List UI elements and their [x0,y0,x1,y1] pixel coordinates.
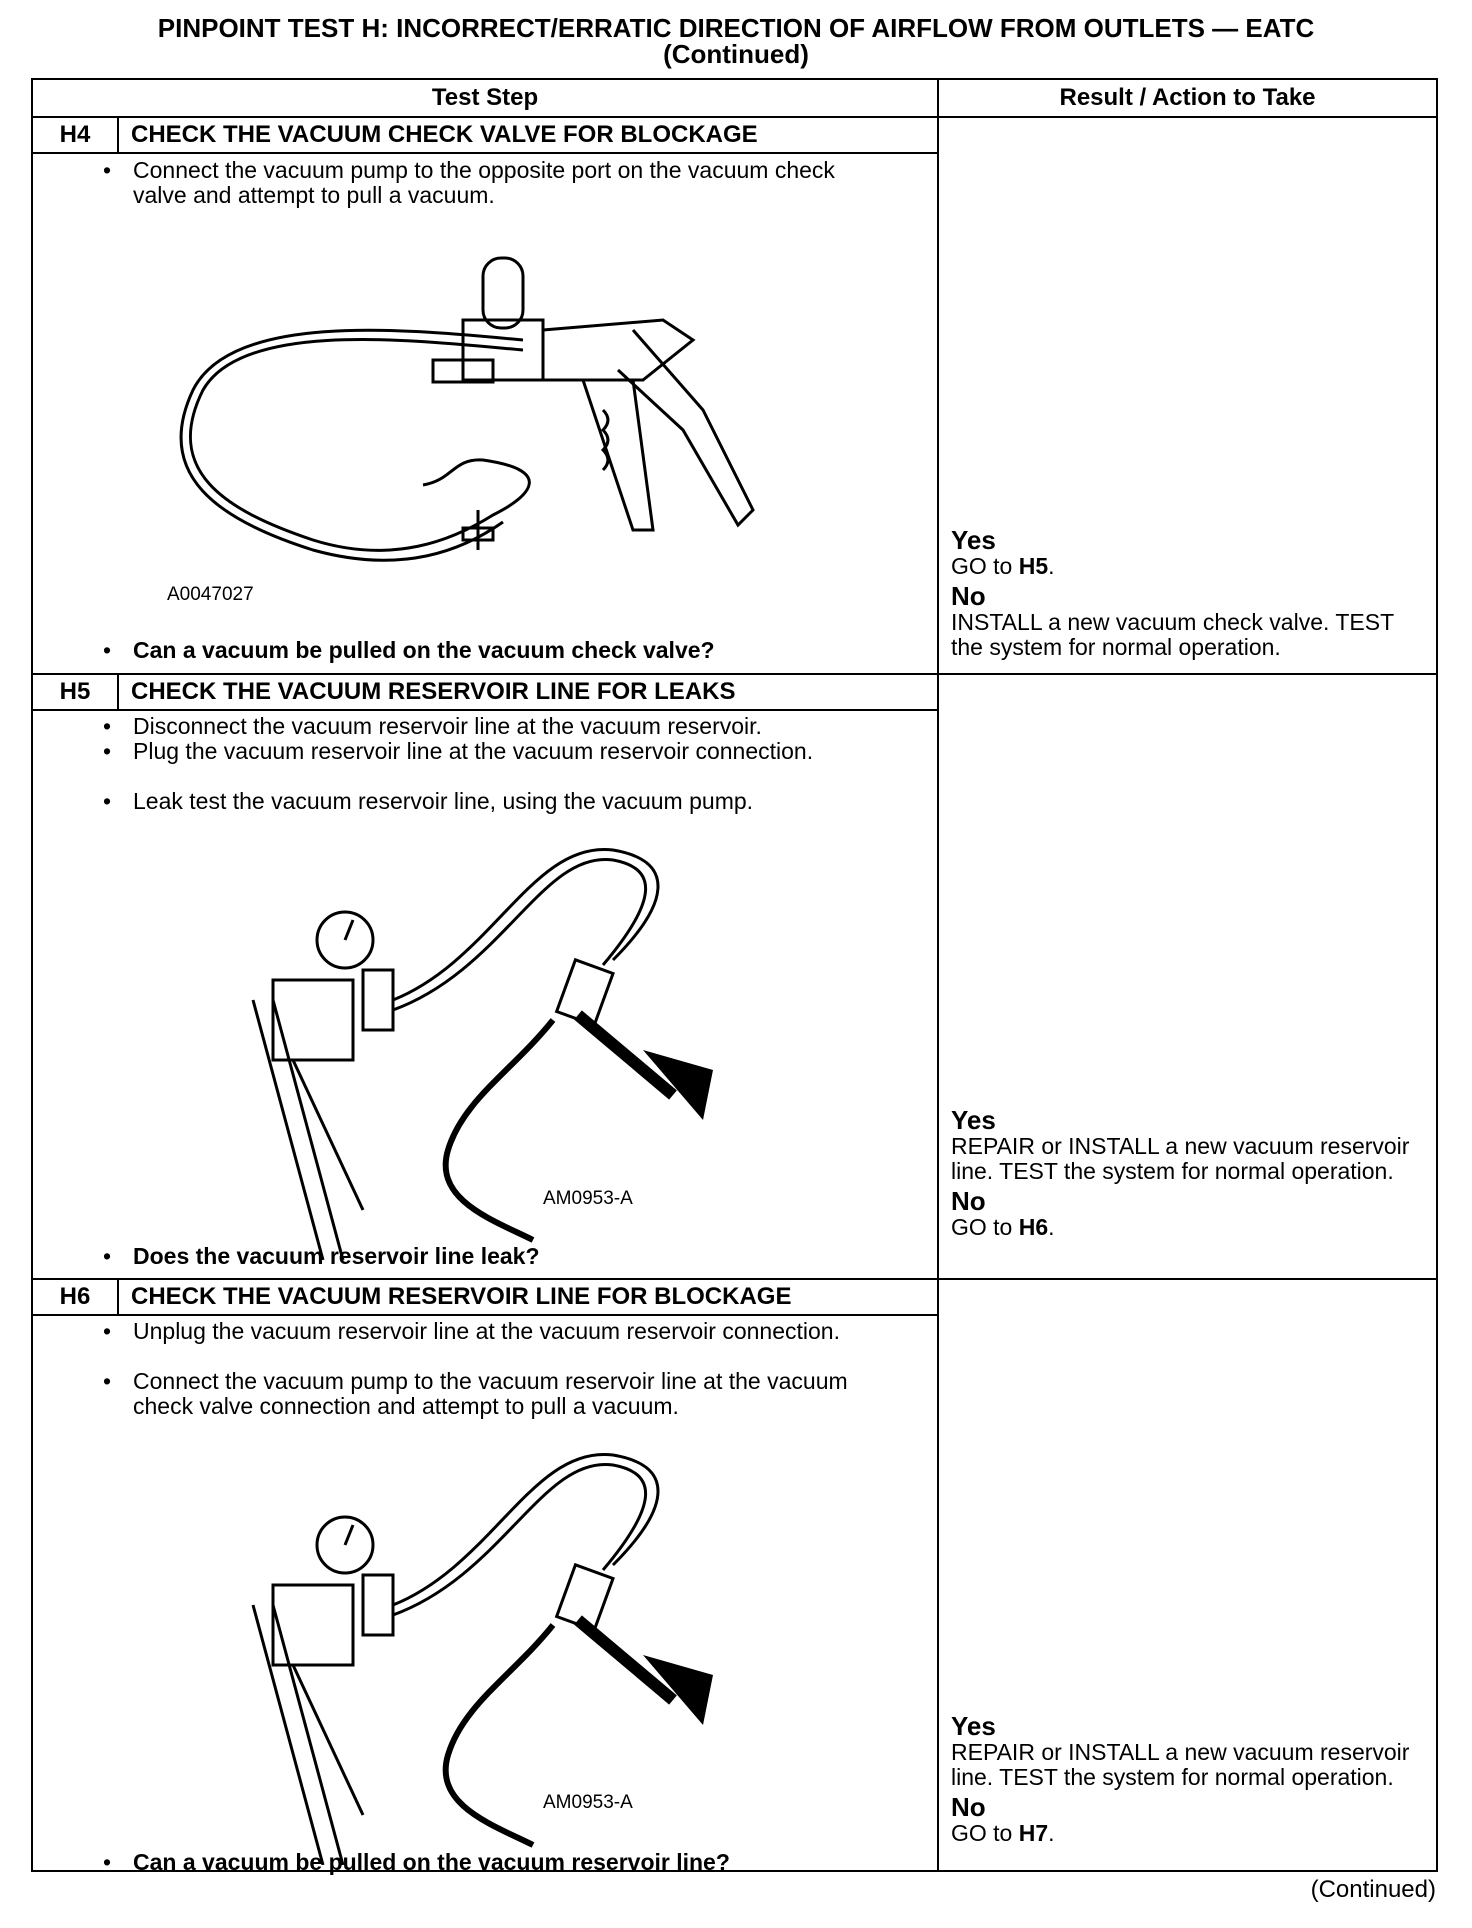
instruction-bullet: • Plug the vacuum reservoir line at the … [103,739,863,764]
question-text: Can a vacuum be pulled on the vacuum che… [133,637,715,663]
instruction-text: Disconnect the vacuum reservoir line at … [133,713,762,739]
bullet-glyph: • [103,157,112,183]
column-header-test-step: Test Step [431,84,539,111]
step-title: CHECK THE VACUUM RESERVOIR LINE FOR LEAK… [131,678,736,705]
step-title: CHECK THE VACUUM RESERVOIR LINE FOR BLOC… [131,1283,792,1310]
yes-label: Yes [951,1105,996,1135]
bullet-glyph: • [103,788,112,814]
instruction-bullet: • Connect the vacuum pump to the vacuum … [103,1369,863,1419]
yes-action: REPAIR or INSTALL a new vacuum reservoir… [951,1739,1410,1790]
no-label: No [951,581,986,611]
bullet-glyph: • [103,1243,112,1269]
step-title-divider [33,1314,937,1316]
instruction-bullet: • Connect the vacuum pump to the opposit… [103,158,863,208]
step-title: CHECK THE VACUUM CHECK VALVE FOR BLOCKAG… [131,121,758,148]
step-id: H4 [59,121,91,148]
question-text: Does the vacuum reservoir line leak? [133,1243,540,1269]
no-action: INSTALL a new vacuum check valve. TEST t… [951,609,1394,660]
no-label: No [951,1186,986,1216]
figure-label: A0047027 [167,584,254,605]
bullet-glyph: • [103,1318,112,1344]
yes-label: Yes [951,1711,996,1741]
bullet-glyph: • [103,637,112,663]
column-header-result: Result / Action to Take [1059,84,1316,111]
yes-action: REPAIR or INSTALL a new vacuum reservoir… [951,1133,1410,1184]
step-id-divider [117,1280,119,1314]
yes-action: GO to H5. [951,553,1055,579]
instruction-text: Leak test the vacuum reservoir line, usi… [133,788,754,814]
instruction-bullet: • Unplug the vacuum reservoir line at th… [103,1319,863,1344]
yes-label: Yes [951,525,996,555]
vacuum-pump-reservoir-line-illustration [251,1453,713,1865]
page-title: PINPOINT TEST H: INCORRECT/ERRATIC DIREC… [157,13,1315,43]
vacuum-pump-check-valve-illustration [179,256,755,562]
result-block: Yes REPAIR or INSTALL a new vacuum reser… [951,1106,1431,1240]
bullet-glyph: • [103,713,112,739]
instruction-bullet: • Disconnect the vacuum reservoir line a… [103,714,863,739]
result-block: Yes GO to H5. No INSTALL a new vacuum ch… [951,526,1431,660]
instruction-text: Unplug the vacuum reservoir line at the … [133,1318,840,1344]
bullet-glyph: • [103,1849,112,1875]
header-divider [33,116,1436,118]
vacuum-pump-reservoir-line-illustration [251,848,713,1260]
no-action: GO to H7. [951,1820,1055,1846]
question-bullet: • Can a vacuum be pulled on the vacuum c… [103,638,863,663]
no-action: GO to H6. [951,1214,1055,1240]
instruction-text: Plug the vacuum reservoir line at the va… [133,738,814,764]
step-id: H5 [59,678,91,705]
result-block: Yes REPAIR or INSTALL a new vacuum reser… [951,1712,1431,1846]
continued-note: (Continued) [1310,1876,1436,1903]
step-title-divider [33,709,937,711]
instruction-text: Connect the vacuum pump to the vacuum re… [133,1368,848,1419]
no-label: No [951,1792,986,1822]
figure-label: AM0953-A [543,1792,633,1813]
step-id-divider [117,118,119,152]
pinpoint-test-table: Test Step Result / Action to Take H4 CHE… [31,78,1438,1875]
question-text: Can a vacuum be pulled on the vacuum res… [133,1849,730,1875]
instruction-text: Connect the vacuum pump to the opposite … [133,157,835,208]
step-divider [33,673,1436,675]
column-divider [937,80,939,1870]
step-title-divider [33,152,937,154]
bullet-glyph: • [103,1368,112,1394]
figure-label: AM0953-A [543,1188,633,1209]
step-divider [33,1278,1436,1280]
instruction-bullet: • Leak test the vacuum reservoir line, u… [103,789,863,814]
step-id-divider [117,675,119,709]
page-subtitle: (Continued) [663,39,809,69]
bullet-glyph: • [103,738,112,764]
question-bullet: • Can a vacuum be pulled on the vacuum r… [103,1850,863,1875]
question-bullet: • Does the vacuum reservoir line leak? [103,1244,863,1269]
step-id: H6 [59,1283,91,1310]
